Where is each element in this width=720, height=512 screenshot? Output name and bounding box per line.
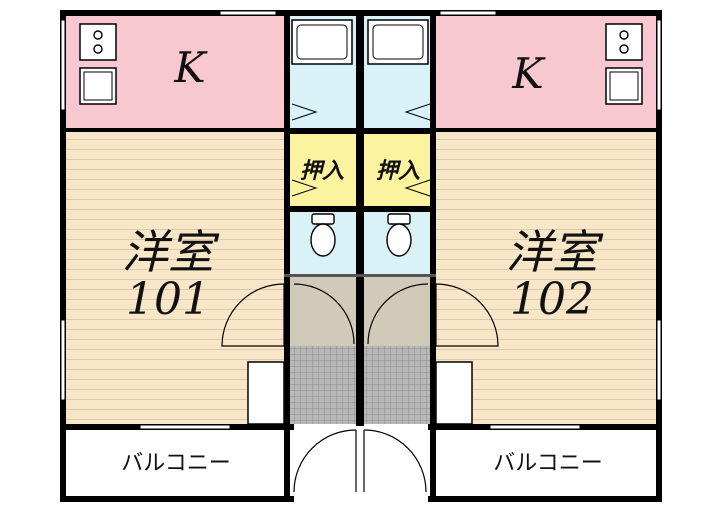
stove-icon (79, 23, 117, 61)
sink-icon (79, 67, 117, 105)
balcony-102 (436, 428, 656, 496)
shoe-box-102 (435, 361, 473, 425)
stove-icon (605, 23, 643, 61)
toilet-icon (386, 213, 412, 257)
tiles-101 (290, 346, 356, 424)
sink-icon (291, 19, 353, 65)
entrance-102 (364, 276, 434, 346)
balcony-label-101: バルコニー (121, 451, 231, 476)
unit-101 (66, 16, 356, 496)
closet-102 (364, 134, 434, 208)
tiles-102 (364, 346, 432, 424)
kitchen-label-101: K (173, 43, 208, 92)
shoe-box-101 (247, 361, 285, 425)
balcony-101 (66, 428, 284, 496)
room-name-101: 洋室 (122, 225, 220, 279)
room-name-102: 洋室 (506, 225, 604, 279)
balcony-label-102: バルコニー (493, 451, 603, 476)
windows (60, 10, 662, 430)
door-swing-icon (221, 283, 499, 347)
closet-101 (288, 134, 356, 208)
door-swing-icon (293, 429, 427, 493)
sink-icon (605, 67, 643, 105)
closet-label-101: 押入 (300, 158, 344, 184)
room-number-102: 102 (510, 274, 594, 325)
entrance-101 (288, 276, 356, 346)
door-swing-icon (291, 103, 431, 197)
closet-label-102: 押入 (376, 158, 420, 184)
room-number-101: 101 (126, 274, 210, 325)
toilet-icon (310, 213, 336, 257)
sink-icon (367, 19, 429, 65)
kitchen-label-102: K (511, 49, 546, 98)
